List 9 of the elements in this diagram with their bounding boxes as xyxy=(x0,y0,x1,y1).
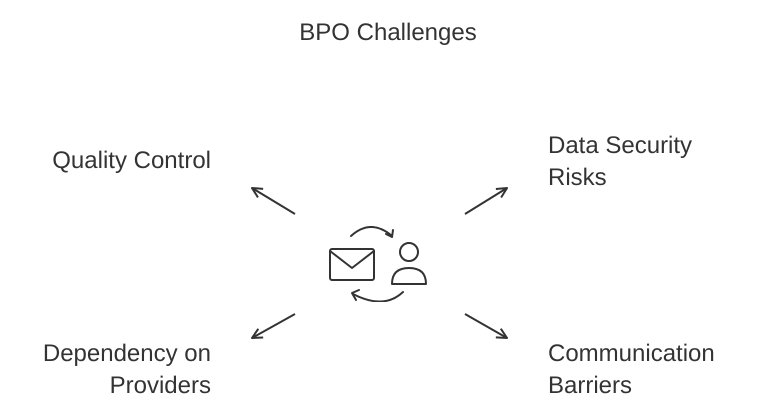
arrow xyxy=(251,313,296,339)
arrow xyxy=(464,313,508,339)
diagram-title: BPO Challenges xyxy=(299,18,477,48)
arrow xyxy=(464,187,508,215)
node-label: Quality Control xyxy=(51,146,211,176)
node-label: Dependency on Providers xyxy=(42,339,211,401)
node-label: Data Security Risks xyxy=(548,131,694,193)
node-label: Communication Barriers xyxy=(548,339,716,401)
arrow xyxy=(251,187,296,215)
